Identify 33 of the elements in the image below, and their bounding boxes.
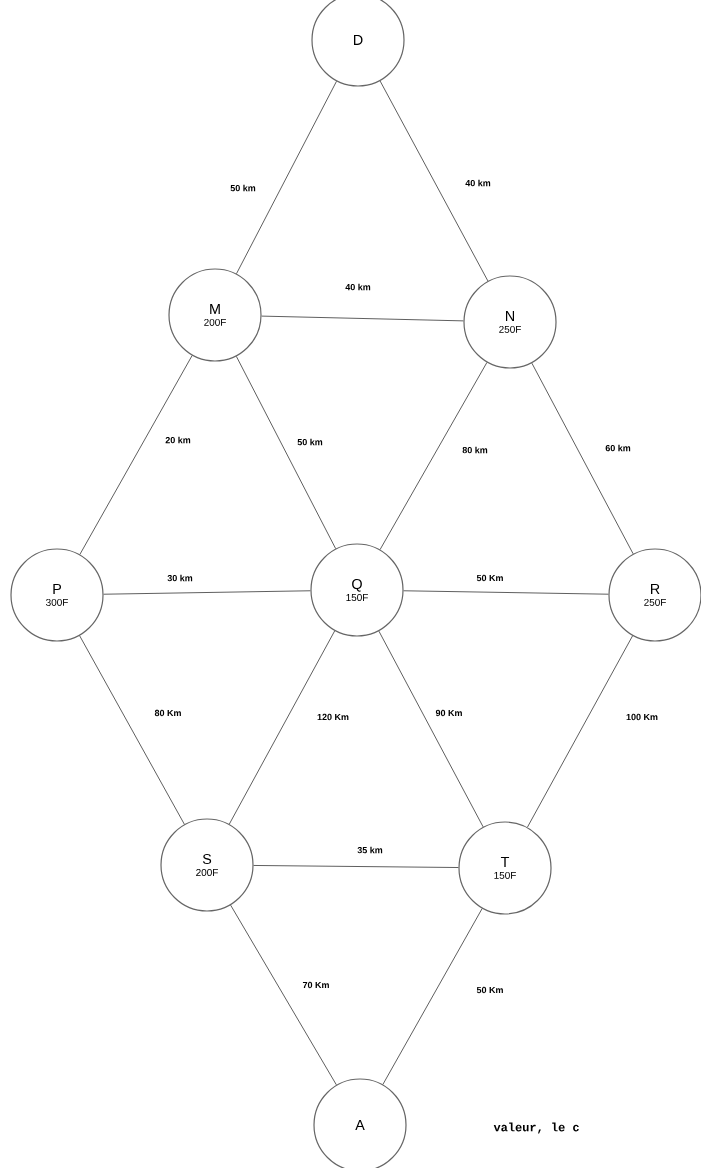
road-line (527, 635, 634, 828)
distance-label: 30 km (166, 573, 194, 583)
road-line (378, 630, 484, 828)
distance-label: 80 Km (153, 708, 183, 718)
road-line (228, 630, 336, 825)
road-line (235, 355, 337, 550)
road-line (236, 80, 337, 275)
distance-label: 90 Km (434, 708, 464, 718)
distance-label: 100 Km (625, 712, 659, 722)
distance-label: 40 km (464, 178, 492, 188)
road-line (103, 590, 311, 595)
road-line (253, 865, 459, 868)
text-fragment: valeur, le c (493, 1122, 579, 1134)
distance-label: 35 km (356, 845, 384, 855)
distance-label: 50 km (229, 183, 257, 193)
road-line (379, 362, 488, 550)
distance-label: 50 Km (475, 985, 505, 995)
distance-label: 20 km (164, 435, 192, 445)
distance-label: 70 Km (301, 980, 331, 990)
road-line (230, 904, 337, 1086)
road-line (382, 908, 483, 1085)
road-line (379, 80, 489, 282)
road-line (531, 362, 634, 555)
road-line (79, 355, 193, 555)
road-line (403, 590, 609, 595)
distance-label: 40 km (344, 282, 372, 292)
distance-label: 50 km (296, 437, 324, 447)
road-line (261, 315, 464, 322)
distance-label: 120 Km (316, 712, 350, 722)
distance-label: 50 Km (475, 573, 505, 583)
road-line (79, 635, 185, 825)
distance-label: 60 km (604, 443, 632, 453)
distance-label: 80 km (461, 445, 489, 455)
